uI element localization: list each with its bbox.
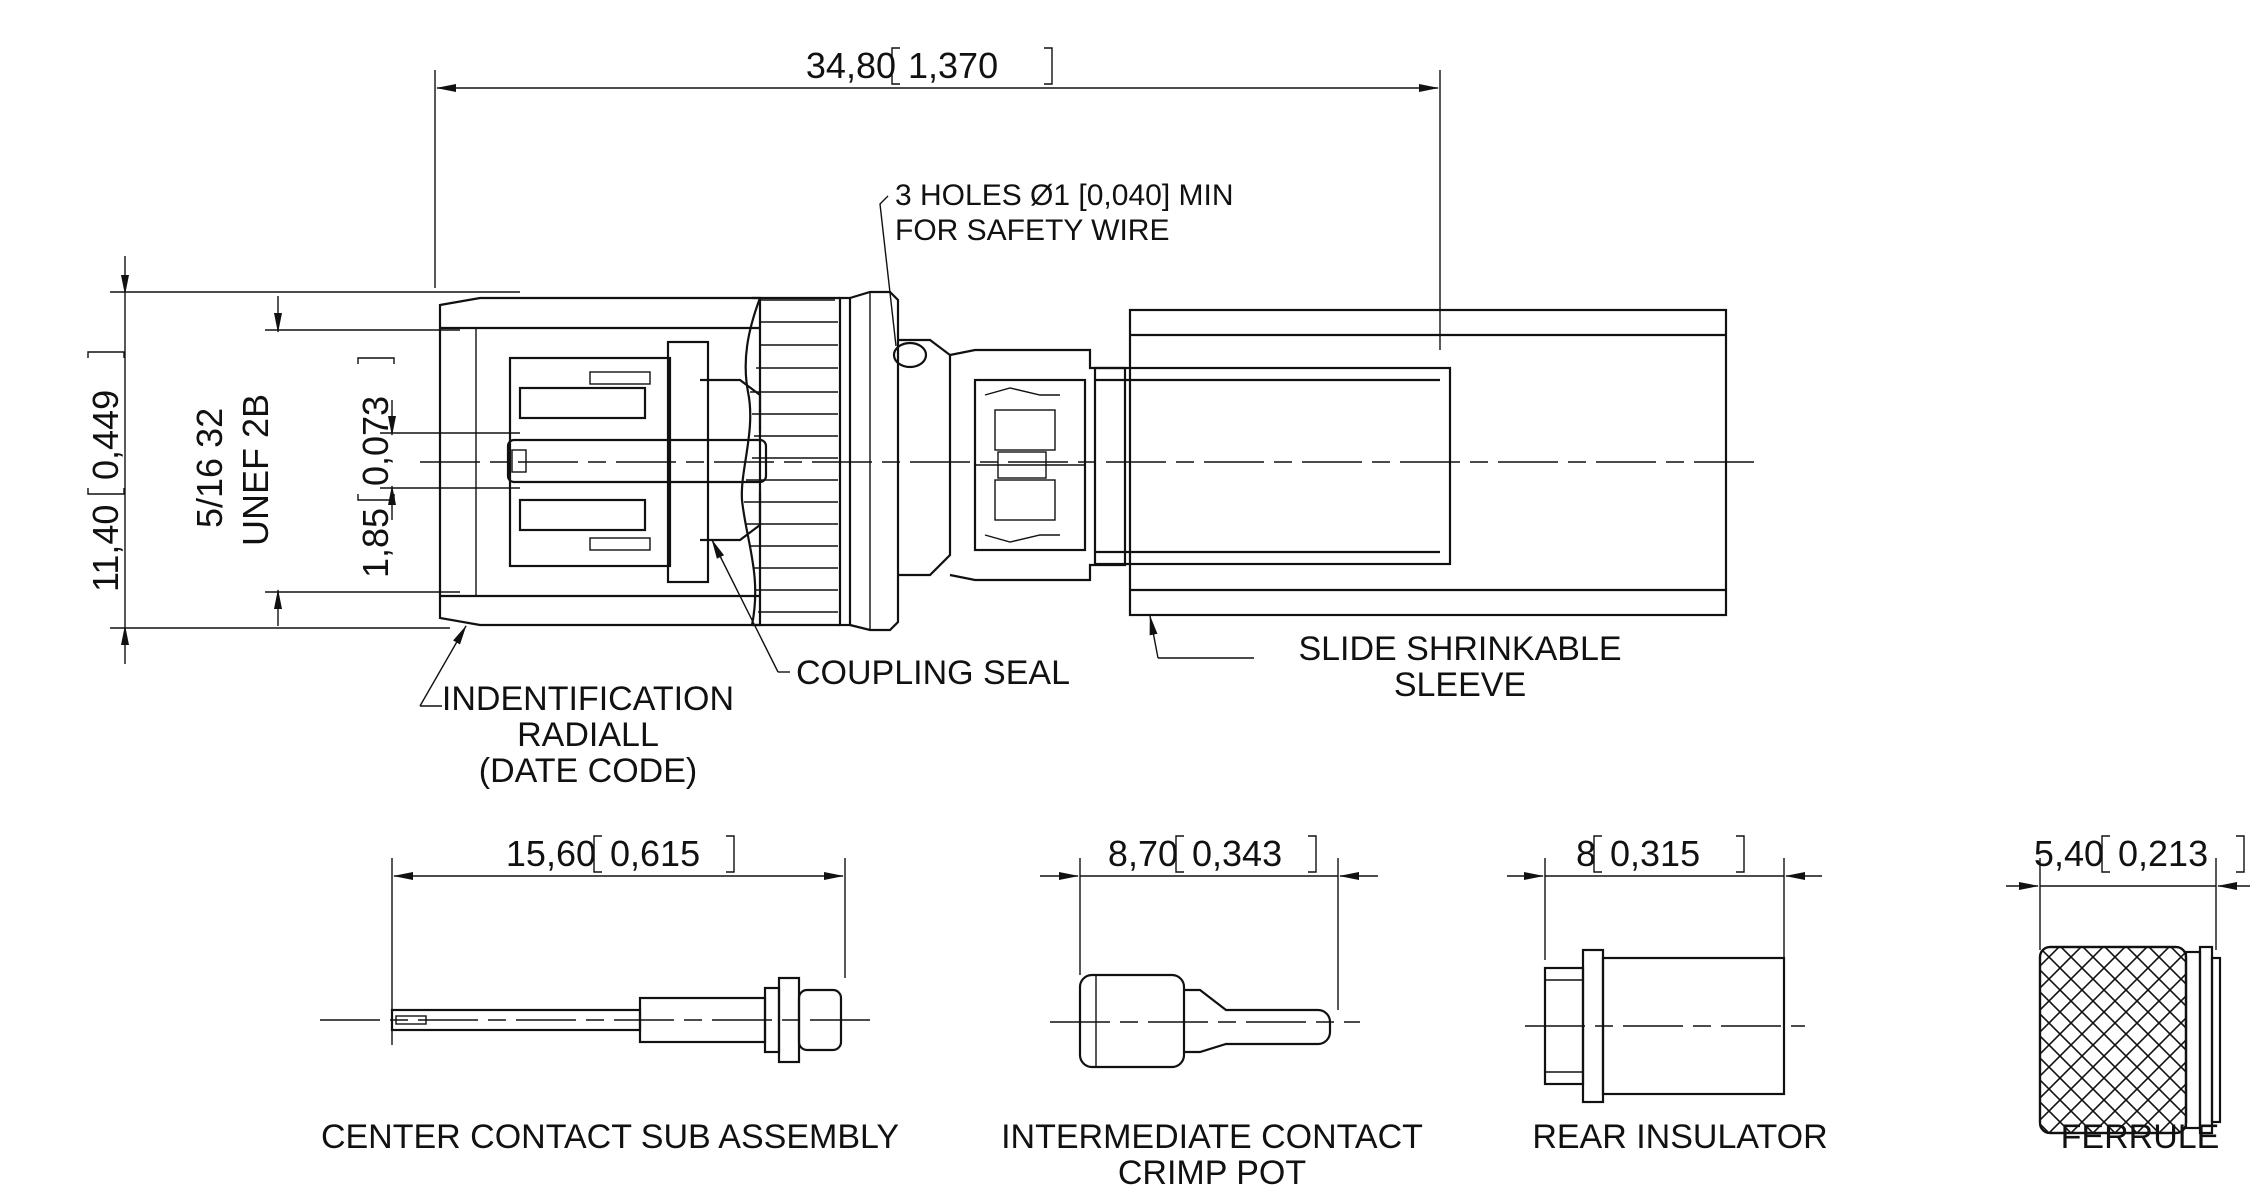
thread-spec-line2: UNEF 2B	[235, 394, 276, 546]
intermediate-length-in: 0,343	[1192, 833, 1282, 874]
overall-length-mm: 34,80	[806, 45, 896, 86]
intermediate-contact-view: 8,70 0,343 INTERMEDIATE CONTACT CRIMP PO…	[1001, 833, 1423, 1192]
thread-dimension: 5/16 32 UNEF 2B	[189, 296, 460, 626]
rear-insulator-length-in: 0,315	[1610, 833, 1700, 874]
contact-diameter-in: 0,073	[355, 396, 396, 486]
rear-insulator-view: 8 0,315 REAR INSULATOR	[1507, 833, 1828, 1156]
sleeve-label-line1: SLIDE SHRINKABLE	[1298, 630, 1621, 668]
center-contact-length-mm: 15,60	[506, 833, 596, 874]
overall-height-mm: 11,40	[85, 505, 126, 592]
intermediate-label-line1: INTERMEDIATE CONTACT	[1001, 1118, 1423, 1156]
center-contact-view: 15,60 0,615 CENTER CONTACT SUB ASSEMBLY	[320, 833, 899, 1156]
overall-length-dimension: 34,80 1,370	[434, 45, 1441, 350]
ferrule-label: FERRULE	[2061, 1118, 2220, 1156]
rear-body	[949, 348, 1127, 582]
ferrule-view: 5,40 0,213 FERRULE	[2006, 833, 2250, 1156]
rear-insulator-length-mm: 8	[1576, 833, 1596, 874]
thread-spec-line1: 5/16 32	[189, 408, 230, 528]
overall-height-in: 0,449	[85, 390, 126, 480]
safety-hole-note-line2: FOR SAFETY WIRE	[895, 214, 1169, 247]
coupling-seal-label: COUPLING SEAL	[796, 654, 1070, 692]
rear-insulator-label: REAR INSULATOR	[1532, 1118, 1827, 1156]
overall-height-dimension: 11,40 0,449	[85, 256, 520, 664]
center-contact-label: CENTER CONTACT SUB ASSEMBLY	[321, 1118, 899, 1156]
identification-line3: (DATE CODE)	[479, 752, 697, 790]
identification-callout: INDENTIFICATION RADIALL (DATE CODE)	[419, 625, 734, 790]
center-contact-length-in: 0,615	[610, 833, 700, 874]
intermediate-length-mm: 8,70	[1108, 833, 1178, 874]
coupling-nut	[438, 290, 952, 632]
sleeve-label-line2: SLEEVE	[1394, 666, 1526, 704]
intermediate-label-line2: CRIMP POT	[1118, 1154, 1306, 1192]
contact-diameter-dimension: 1,85 0,073	[355, 357, 520, 578]
safety-hole-note-line1: 3 HOLES Ø1 [0,040] MIN	[895, 179, 1233, 212]
ferrule-length-mm: 5,40	[2034, 833, 2104, 874]
safety-hole-note: 3 HOLES Ø1 [0,040] MIN FOR SAFETY WIRE	[879, 179, 1233, 347]
coupling-seal-callout: COUPLING SEAL	[711, 539, 1070, 692]
overall-length-in: 1,370	[908, 45, 998, 86]
identification-line1: INDENTIFICATION	[442, 680, 734, 718]
ferrule-length-in: 0,213	[2118, 833, 2208, 874]
identification-line2: RADIALL	[517, 716, 659, 754]
contact-diameter-mm: 1,85	[355, 508, 396, 578]
main-assembly-view: 34,80 1,370 11,40 0,449	[85, 45, 1760, 790]
sleeve-callout: SLIDE SHRINKABLE SLEEVE	[1149, 615, 1622, 704]
